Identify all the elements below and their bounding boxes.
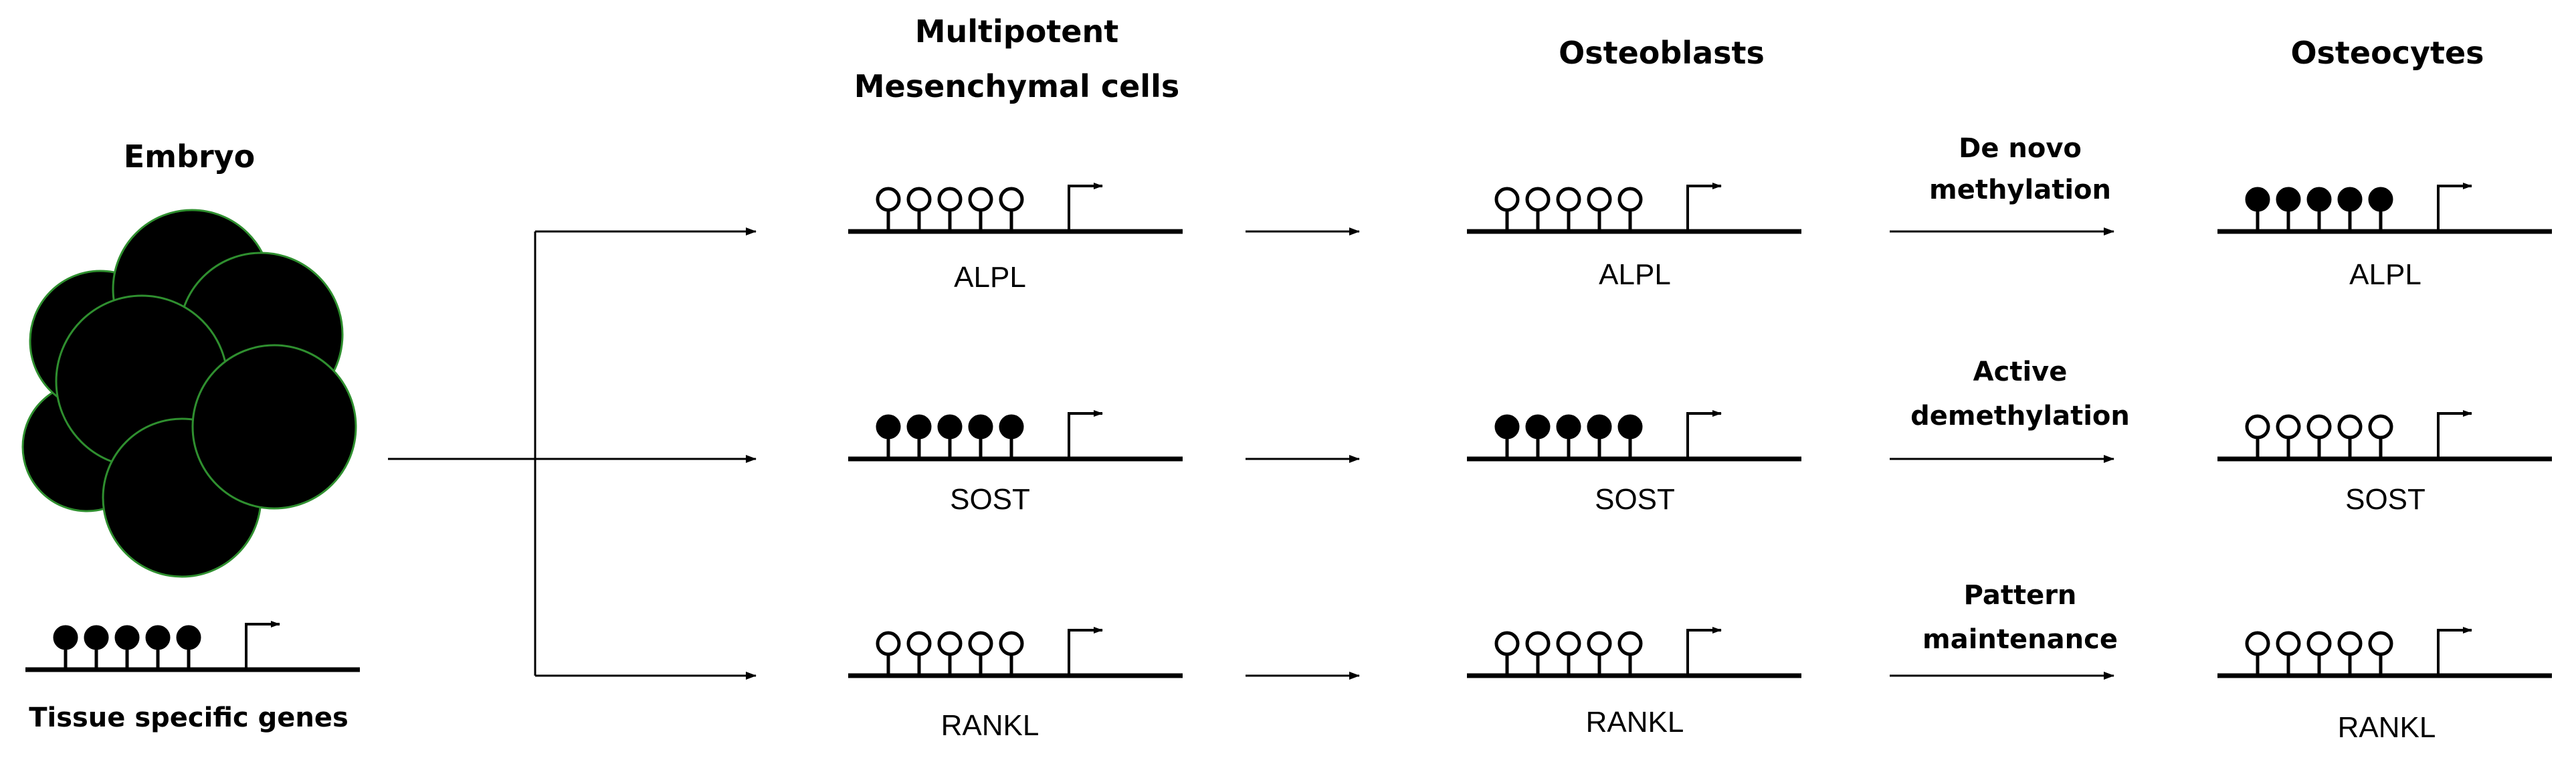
unmethylated-cpg-icon — [999, 187, 1024, 212]
methylated-cpg-icon — [1556, 414, 1581, 440]
unmethylated-cpg-icon — [2245, 414, 2270, 440]
gene-diagram-msc-sost — [848, 410, 1183, 462]
unmethylated-cpg-icon — [968, 631, 993, 656]
unmethylated-cpg-icon — [2276, 414, 2301, 440]
gene-diagram-embryo — [25, 621, 360, 672]
header-osteocytes: Osteocytes — [2290, 35, 2484, 71]
methylated-cpg-icon — [2306, 187, 2332, 212]
unmethylated-cpg-icon — [2276, 631, 2301, 656]
methylated-cpg-icon — [2368, 187, 2393, 212]
methylated-cpg-icon — [2337, 187, 2363, 212]
msc-gene-label-alpl: ALPL — [954, 261, 1026, 294]
tss-arrow-icon — [1686, 410, 1722, 459]
gene-diagram-msc-rankl — [848, 627, 1183, 678]
embryo-cell — [191, 344, 357, 510]
unmethylated-cpg-icon — [937, 187, 963, 212]
msc-gene-label-rankl: RANKL — [940, 709, 1039, 742]
osteocyte-gene-label-rankl: RANKL — [2337, 711, 2436, 744]
unmethylated-cpg-icon — [1525, 631, 1551, 656]
unmethylated-cpg-icon — [906, 187, 932, 212]
process-label-demethylation-line2: demethylation — [1910, 401, 2130, 431]
header-osteoblasts: Osteoblasts — [1559, 35, 1765, 71]
gene-diagram-osteocyte-alpl — [2217, 183, 2552, 234]
tss-arrow-icon — [2437, 627, 2472, 676]
unmethylated-cpg-icon — [2368, 414, 2393, 440]
process-label-denovo-line2: methylation — [1929, 175, 2111, 205]
tss-arrow-icon — [1686, 183, 1722, 231]
methylated-cpg-icon — [1494, 414, 1520, 440]
unmethylated-cpg-icon — [2306, 631, 2332, 656]
methylated-cpg-icon — [53, 625, 78, 650]
unmethylated-cpg-icon — [906, 631, 932, 656]
process-label-denovo-line1: De novo — [1959, 133, 2082, 164]
gene-diagram-osteoblast-alpl — [1467, 183, 1801, 234]
methylated-cpg-icon — [937, 414, 963, 440]
osteocyte-gene-label-sost: SOST — [2345, 483, 2425, 516]
tss-arrow-icon — [1686, 627, 1722, 676]
osteoblast-gene-label-rankl: RANKL — [1585, 706, 1684, 739]
msc-gene-label-sost: SOST — [950, 483, 1030, 516]
methylated-cpg-icon — [1617, 414, 1643, 440]
osteoblast-to-osteocyte-arrows — [1890, 227, 2114, 680]
branch-arrows — [388, 227, 757, 680]
unmethylated-cpg-icon — [1617, 631, 1643, 656]
methylated-cpg-icon — [2276, 187, 2301, 212]
unmethylated-cpg-icon — [1494, 187, 1520, 212]
gene-diagram-osteocyte-sost — [2217, 410, 2552, 462]
unmethylated-cpg-icon — [2337, 414, 2363, 440]
process-label-maintenance-line2: maintenance — [1922, 624, 2118, 655]
methylated-cpg-icon — [876, 414, 901, 440]
methylated-cpg-icon — [906, 414, 932, 440]
header-msc-line1: Multipotent — [914, 13, 1119, 50]
tss-arrow-icon — [2437, 183, 2472, 231]
methylated-cpg-icon — [999, 414, 1024, 440]
header-embryo: Embryo — [123, 138, 256, 175]
gene-diagram-msc-alpl — [848, 183, 1183, 234]
unmethylated-cpg-icon — [937, 631, 963, 656]
tss-arrow-icon — [1068, 627, 1103, 676]
osteoblast-gene-label-sost: SOST — [1595, 483, 1675, 516]
unmethylated-cpg-icon — [1587, 631, 1612, 656]
gene-diagram-osteoblast-rankl — [1467, 627, 1801, 678]
unmethylated-cpg-icon — [876, 187, 901, 212]
unmethylated-cpg-icon — [1494, 631, 1520, 656]
gene-diagram-osteocyte-rankl — [2217, 627, 2552, 678]
unmethylated-cpg-icon — [2337, 631, 2363, 656]
unmethylated-cpg-icon — [1556, 187, 1581, 212]
process-label-maintenance-line1: Pattern — [1963, 580, 2077, 611]
embryo-cell-cluster — [21, 209, 357, 578]
osteocyte-gene-label-alpl: ALPL — [2349, 258, 2421, 291]
header-msc-line2: Mesenchymal cells — [854, 68, 1180, 104]
methylated-cpg-icon — [145, 625, 171, 650]
unmethylated-cpg-icon — [2306, 414, 2332, 440]
osteoblast-gene-label-alpl: ALPL — [1599, 258, 1671, 291]
unmethylated-cpg-icon — [1617, 187, 1643, 212]
methylated-cpg-icon — [2245, 187, 2270, 212]
methylated-cpg-icon — [968, 414, 993, 440]
tss-arrow-icon — [1068, 410, 1103, 459]
methylated-cpg-icon — [1587, 414, 1612, 440]
process-label-demethylation-line1: Active — [1973, 357, 2068, 387]
methylated-cpg-icon — [176, 625, 201, 650]
unmethylated-cpg-icon — [2245, 631, 2270, 656]
unmethylated-cpg-icon — [999, 631, 1024, 656]
tss-arrow-icon — [1068, 183, 1103, 231]
unmethylated-cpg-icon — [1587, 187, 1612, 212]
unmethylated-cpg-icon — [876, 631, 901, 656]
unmethylated-cpg-icon — [1525, 187, 1551, 212]
unmethylated-cpg-icon — [1556, 631, 1581, 656]
gene-diagrams — [25, 183, 2552, 678]
tss-arrow-icon — [245, 621, 280, 670]
methylated-cpg-icon — [114, 625, 140, 650]
unmethylated-cpg-icon — [968, 187, 993, 212]
methylated-cpg-icon — [84, 625, 109, 650]
unmethylated-cpg-icon — [2368, 631, 2393, 656]
tss-arrow-icon — [2437, 410, 2472, 459]
tissue-specific-genes-label: Tissue specific genes — [29, 702, 349, 733]
methylated-cpg-icon — [1525, 414, 1551, 440]
msc-to-osteoblast-arrows — [1246, 227, 1360, 680]
gene-diagram-osteoblast-sost — [1467, 410, 1801, 462]
